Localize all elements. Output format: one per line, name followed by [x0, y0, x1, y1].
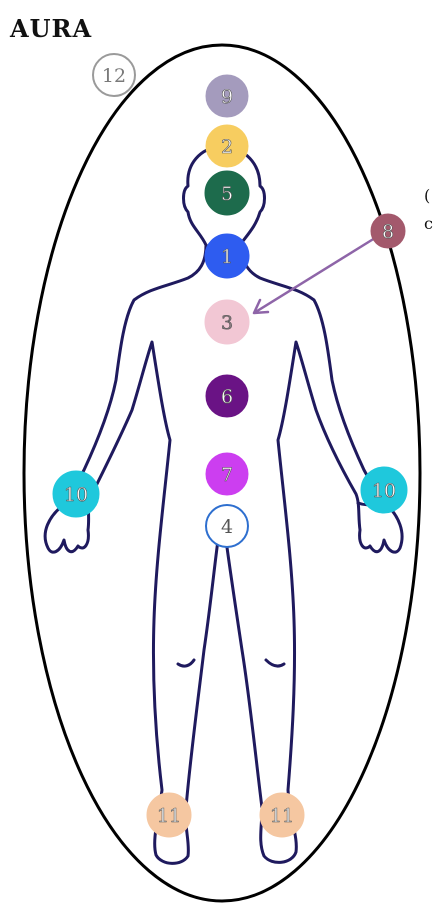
chakra-8: 8 — [371, 214, 405, 248]
chakra-1: 1 — [205, 234, 249, 278]
chakra-7: 7 — [206, 453, 248, 495]
chakra-5: 5 — [205, 171, 249, 215]
chakra-9-label: 9 — [221, 86, 233, 108]
chakra-3: 3 — [205, 300, 249, 344]
chakra-3-label: 3 — [221, 312, 233, 334]
diagram-title: AURA — [10, 14, 92, 43]
chakra-10-right-label: 10 — [372, 480, 396, 502]
chakra-2-label: 2 — [221, 136, 233, 158]
chakra-1-label: 1 — [221, 246, 233, 268]
right-knee-mark — [266, 660, 284, 666]
chakra-6-label: 6 — [221, 386, 233, 408]
chakra-10-left: 10 — [53, 471, 99, 517]
chakra-11-right-label: 11 — [270, 805, 294, 827]
left-knee-mark — [178, 660, 194, 666]
chakra-5-label: 5 — [221, 183, 233, 205]
chakra-4-label: 4 — [221, 516, 233, 538]
chakra-8-label: 8 — [382, 221, 394, 243]
chakra-12-label: 12 — [102, 65, 126, 87]
chakra-10-right: 10 — [361, 467, 407, 513]
chakra-4: 4 — [206, 505, 248, 547]
edge-glyph-bottom: c — [424, 216, 433, 232]
edge-glyph-top: ( — [424, 188, 430, 204]
chakra-6: 6 — [206, 375, 248, 417]
chakra-11-right: 11 — [260, 793, 304, 837]
chakra-12: 12 — [93, 54, 135, 96]
chakra-7-label: 7 — [221, 464, 233, 486]
chakra-2: 2 — [206, 125, 248, 167]
chakra-9: 9 — [206, 75, 248, 117]
chakra-10-left-label: 10 — [64, 484, 88, 506]
chakra-11-left-label: 11 — [157, 805, 181, 827]
chakra-11-left: 11 — [147, 793, 191, 837]
